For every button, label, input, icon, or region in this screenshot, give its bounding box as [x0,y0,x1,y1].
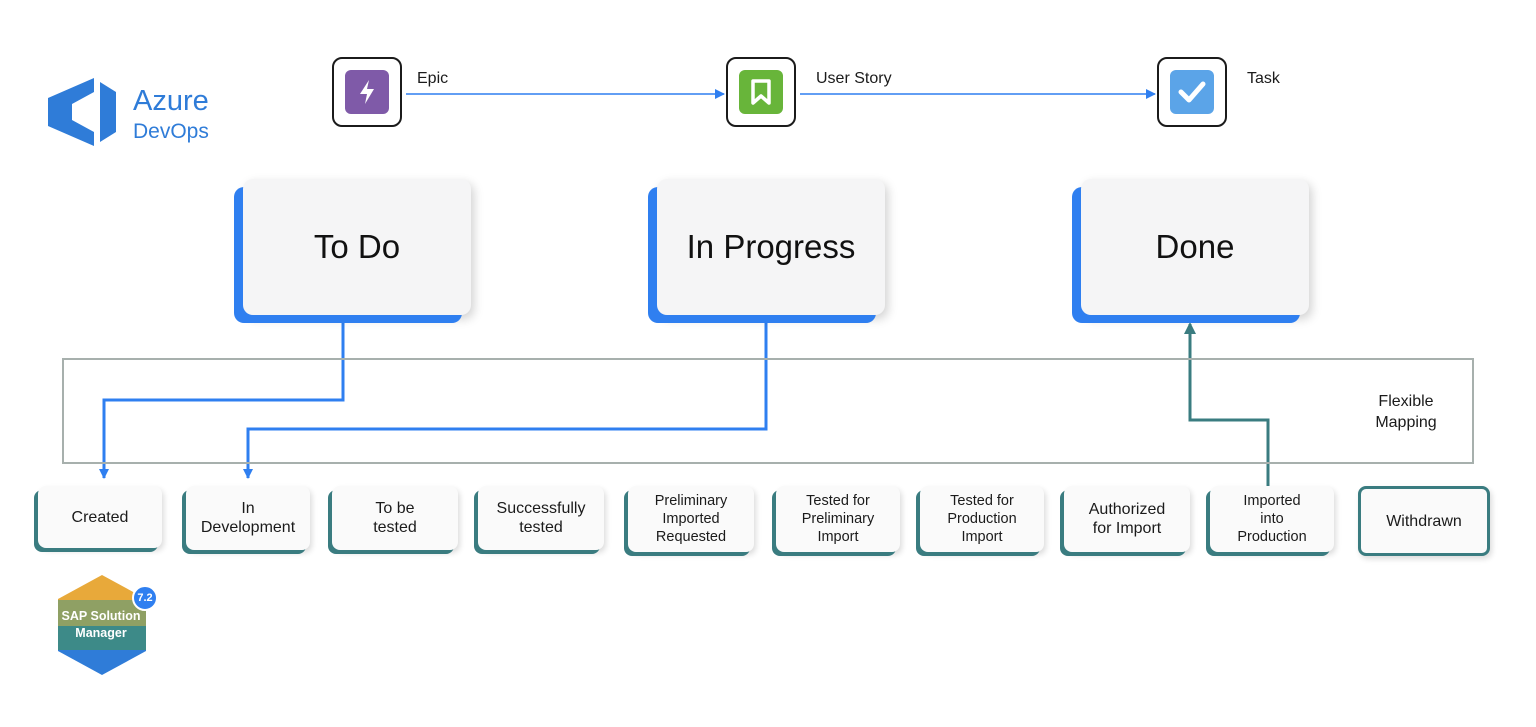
sap-state-card: Created [38,486,162,548]
logo-word: Azure [133,85,209,117]
epic-label: Epic [417,70,449,87]
sap-state-label: In Development [200,500,296,536]
sap-state-label: Imported into Production [1237,493,1307,545]
sap-badge-line1: SAP Solution [61,609,141,623]
sap-state-label: To be tested [373,500,417,536]
sap-badge-line2: Manager [75,626,127,640]
user-story-type-box [726,57,796,127]
version-badge: 7.2 [132,585,158,611]
sap-state-label: Withdrawn [1386,512,1462,530]
status-card-todo: To Do [243,179,471,315]
status-card-in-progress: In Progress [657,179,885,315]
sap-state-card: Preliminary Imported Requested [628,486,754,552]
epic-type-box [332,57,402,127]
sap-state-label: Created [71,508,129,526]
azure-devops-logo [44,74,224,150]
mapping-frame [62,358,1474,464]
bookmark-icon [739,70,783,114]
status-label: In Progress [686,228,856,265]
sap-state-card: Withdrawn [1358,486,1490,556]
sap-state-label: Preliminary Imported Requested [654,493,728,545]
sap-state-label: Successfully tested [496,500,586,536]
sap-state-card: Authorized for Import [1064,486,1190,552]
mapping-label-line1: Flexible [1378,393,1434,410]
mapping-label: Flexible Mapping [1358,391,1454,433]
user-story-label: User Story [816,70,892,87]
sap-state-card: Imported into Production [1210,486,1334,552]
azure-devops-icon [48,78,116,146]
sap-state-card: Tested for Production Import [920,486,1044,552]
sap-state-label: Tested for Production Import [947,493,1017,545]
sap-solution-manager-logo [56,574,148,676]
checkmark-icon [1170,70,1214,114]
lightning-icon [345,70,389,114]
hexagon-icon [58,575,146,675]
sap-state-label: Authorized for Import [1088,501,1166,537]
sap-state-card: Successfully tested [478,486,604,550]
status-label: To Do [313,228,401,265]
task-type-box [1157,57,1227,127]
status-label: Done [1155,228,1235,265]
logo-subword: DevOps [133,120,209,143]
status-card-done: Done [1081,179,1309,315]
sap-state-card: In Development [186,486,310,550]
mapping-label-line2: Mapping [1375,414,1437,431]
sap-badge-text: SAP Solution Manager [58,608,144,642]
sap-state-label: Tested for Preliminary Import [801,493,875,545]
sap-state-card: To be tested [332,486,458,550]
task-label: Task [1247,70,1280,87]
sap-state-card: Tested for Preliminary Import [776,486,900,552]
